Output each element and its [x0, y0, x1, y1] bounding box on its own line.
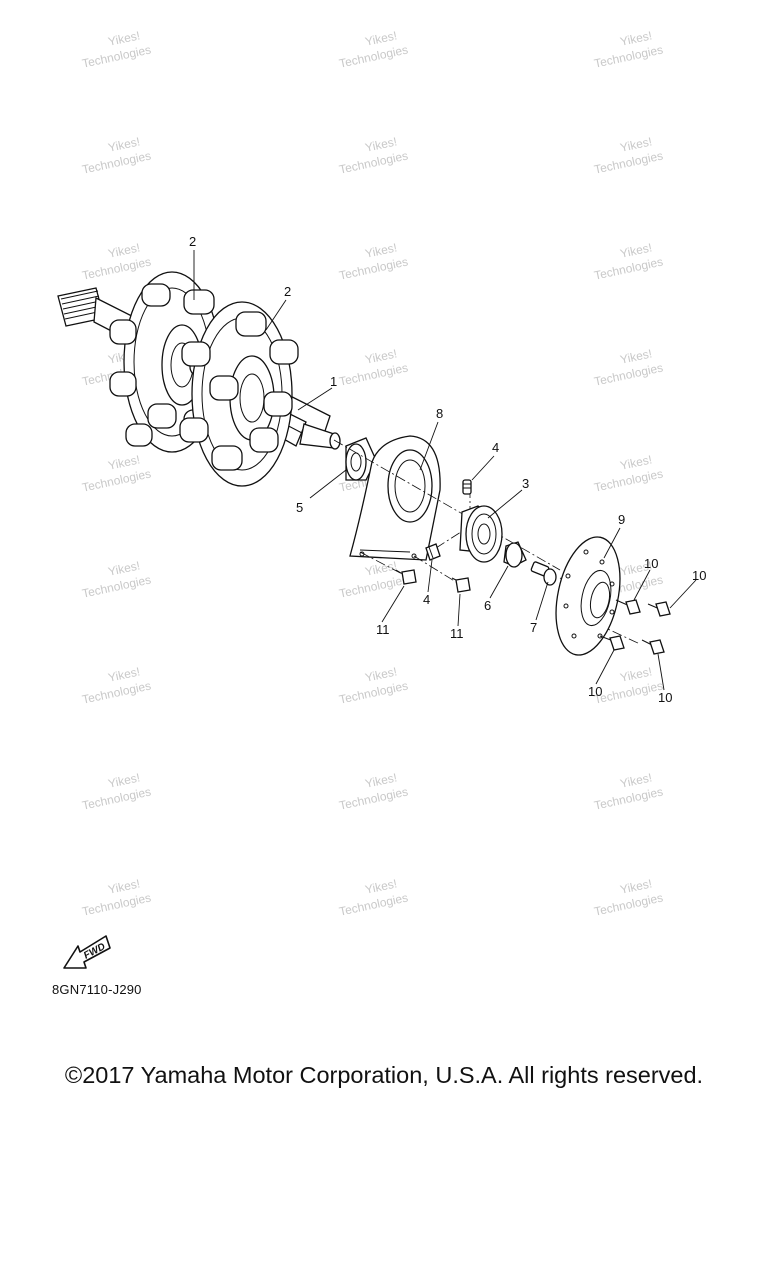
watermark-stamp: Yikes!Technologies — [81, 452, 152, 494]
watermark-stamp: Yikes!Technologies — [81, 28, 152, 70]
bolt-part-10-c — [599, 635, 625, 651]
svg-text:Yikes!: Yikes! — [107, 664, 141, 684]
watermark-stamp: Yikes!Technologies — [81, 876, 152, 918]
bearing-part-3 — [459, 505, 503, 563]
watermark-stamp: Yikes!Technologies — [81, 664, 152, 706]
callout-3: 3 — [522, 476, 529, 491]
watermark-stamp: Yikes!Technologies — [81, 558, 152, 600]
watermark-stamp: Yikes!Technologies — [338, 876, 409, 918]
svg-text:Yikes!: Yikes! — [619, 346, 653, 366]
watermark-stamp: Yikes!Technologies — [338, 346, 409, 388]
svg-text:Yikes!: Yikes! — [107, 134, 141, 154]
watermark-stamp: Yikes!Technologies — [338, 240, 409, 282]
forward-arrow-icon: FWD — [63, 935, 111, 969]
watermark-stamp: Yikes!Technologies — [338, 28, 409, 70]
svg-text:Yikes!: Yikes! — [107, 452, 141, 472]
watermark-stamp: Yikes!Technologies — [593, 770, 664, 812]
bolt-part-7 — [530, 561, 557, 586]
watermark-stamp: Yikes!Technologies — [81, 134, 152, 176]
diagram-code: 8GN7110-J290 — [52, 982, 142, 997]
svg-text:Yikes!: Yikes! — [619, 558, 653, 578]
svg-text:Yikes!: Yikes! — [107, 770, 141, 790]
bolt-part-11-a — [395, 569, 417, 585]
callout-10-c: 10 — [588, 684, 602, 699]
watermark-stamp: Yikes!Technologies — [593, 240, 664, 282]
callout-numbers: 1 2 2 3 4 4 5 6 7 8 9 10 10 10 10 11 11 — [189, 234, 706, 705]
svg-text:Yikes!: Yikes! — [364, 558, 398, 578]
callout-11-a: 11 — [376, 622, 390, 637]
svg-text:Yikes!: Yikes! — [619, 452, 653, 472]
svg-text:Yikes!: Yikes! — [107, 876, 141, 896]
watermark-stamp: Yikes!Technologies — [338, 770, 409, 812]
set-screw-part-4-upper — [462, 479, 472, 495]
svg-text:Yikes!: Yikes! — [364, 876, 398, 896]
svg-text:Yikes!: Yikes! — [364, 346, 398, 366]
callout-8: 8 — [436, 406, 443, 421]
callout-10-a: 10 — [644, 556, 658, 571]
svg-text:Yikes!: Yikes! — [107, 558, 141, 578]
flange-part-9 — [555, 536, 621, 656]
callout-4-lower: 4 — [423, 592, 430, 607]
callout-7: 7 — [530, 620, 537, 635]
callout-2-upper: 2 — [189, 234, 196, 249]
sprocket-right — [179, 301, 299, 487]
callout-5: 5 — [296, 500, 303, 515]
set-screw-part-4-lower — [425, 543, 441, 561]
bolt-part-10-a — [615, 599, 641, 615]
svg-text:Yikes!: Yikes! — [107, 240, 141, 260]
svg-text:Yikes!: Yikes! — [364, 28, 398, 48]
watermark-stamp: Yikes!Technologies — [81, 770, 152, 812]
watermark-stamp: Yikes!Technologies — [338, 664, 409, 706]
callout-10-d: 10 — [658, 690, 672, 705]
fwd-label: FWD — [82, 941, 107, 961]
watermark-stamp: Yikes!Technologies — [593, 134, 664, 176]
bolt-part-10-b — [647, 601, 671, 617]
svg-text:Yikes!: Yikes! — [364, 240, 398, 260]
callout-1: 1 — [330, 374, 337, 389]
svg-text:Yikes!: Yikes! — [364, 134, 398, 154]
leader-lines — [193, 250, 697, 691]
svg-text:Yikes!: Yikes! — [107, 28, 141, 48]
svg-text:Yikes!: Yikes! — [619, 770, 653, 790]
watermark-stamp: Yikes!Technologies — [81, 240, 152, 282]
svg-text:Yikes!: Yikes! — [619, 664, 653, 684]
watermark-stamp: Yikes!Technologies — [593, 346, 664, 388]
collar-part-5 — [345, 437, 377, 481]
svg-text:Yikes!: Yikes! — [364, 770, 398, 790]
callout-9: 9 — [618, 512, 625, 527]
svg-text:Yikes!: Yikes! — [619, 28, 653, 48]
watermark-stamp: Yikes!Technologies — [593, 876, 664, 918]
ring-part-6 — [503, 541, 527, 568]
bolt-part-10-d — [641, 639, 665, 655]
svg-text:Yikes!: Yikes! — [619, 876, 653, 896]
copyright-notice: ©2017 Yamaha Motor Corporation, U.S.A. A… — [64, 1062, 704, 1088]
callout-10-b: 10 — [692, 568, 706, 583]
svg-text:Yikes!: Yikes! — [364, 664, 398, 684]
watermark-stamp: Yikes!Technologies — [338, 558, 409, 600]
parts-diagram: Yikes!TechnologiesYikes!TechnologiesYike… — [57, 28, 706, 919]
callout-4-upper: 4 — [492, 440, 499, 455]
watermark-stamp: Yikes!Technologies — [593, 452, 664, 494]
callout-6: 6 — [484, 598, 491, 613]
bolt-part-11-b — [451, 577, 471, 593]
watermark-stamp: Yikes!Technologies — [593, 28, 664, 70]
watermark-stamp: Yikes!Technologies — [338, 134, 409, 176]
svg-text:Yikes!: Yikes! — [619, 134, 653, 154]
callout-2-lower: 2 — [284, 284, 291, 299]
svg-text:Yikes!: Yikes! — [619, 240, 653, 260]
callout-11-b: 11 — [450, 626, 464, 641]
